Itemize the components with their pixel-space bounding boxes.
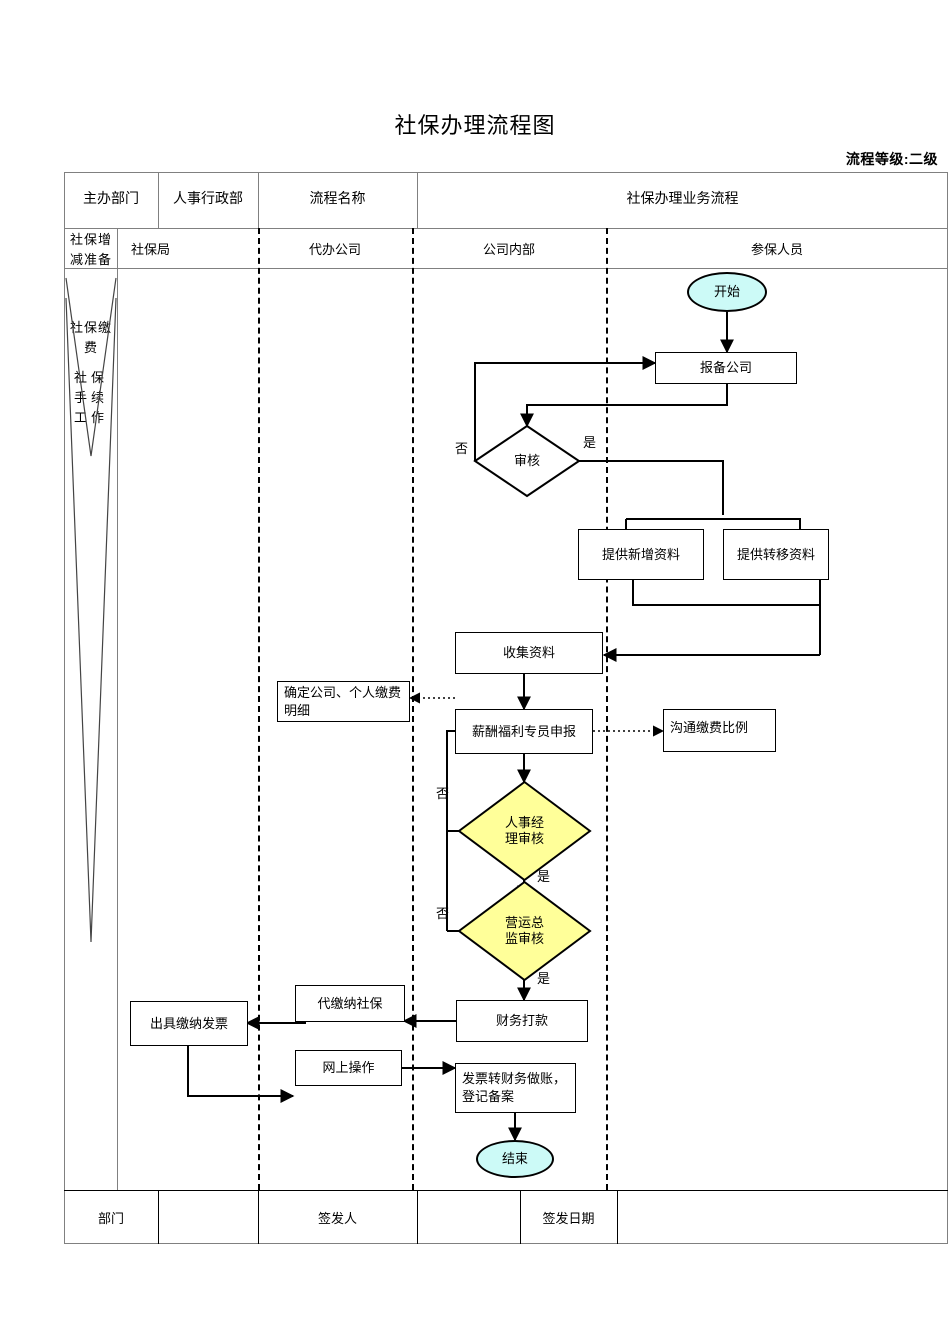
lane-header-shebaoju: 社保局 [131, 241, 171, 257]
lane-header-daibangongsi: 代办公司 [308, 241, 361, 257]
lane-divider-daiban-gongsi [412, 228, 414, 1190]
edge-label-yingyun-no: 否 [436, 906, 450, 921]
lane-header-divider [64, 268, 948, 269]
node-baobei-gongsi[interactable]: 报备公司 [655, 352, 797, 384]
header-cell-owner-dept: 主办部门 [83, 191, 139, 207]
footer-cell-issue-date: 签发日期 [542, 1210, 595, 1226]
node-tigong-xinzeng-ziliao[interactable]: 提供新增资料 [578, 529, 704, 580]
side-label-shebao-zengjian-zhunbei: 社保增减准备 [69, 232, 112, 268]
node-shenhe[interactable]: 审核 [473, 424, 581, 498]
footer-vline-2 [258, 1190, 259, 1244]
header-row-divider [64, 228, 948, 229]
header-vline-3 [417, 172, 418, 228]
edge-label-renshi-yes: 是 [537, 869, 551, 884]
node-end[interactable]: 结束 [476, 1140, 554, 1178]
side-bracket-small [65, 277, 117, 457]
lane-header-canbaorenyuan: 参保人员 [750, 241, 803, 257]
node-caiwu-dakuan[interactable]: 财务打款 [456, 1000, 588, 1042]
side-label-shebao-jiaofei: 社保缴费 [69, 320, 112, 356]
edge-label-renshi-no: 否 [436, 786, 450, 801]
node-yingyun-zongjian-shenhe[interactable]: 营运总监审核 [457, 880, 592, 982]
node-queding-jiaofei-mingxi[interactable]: 确定公司、个人缴费明细 [277, 681, 410, 722]
node-goutong-jiaofei-bili[interactable]: 沟通缴费比例 [663, 709, 776, 752]
process-level-label: 流程等级:二级 [845, 151, 938, 167]
footer-vline-1 [158, 1190, 159, 1244]
footer-vline-5 [617, 1190, 618, 1244]
node-wangshang-caozuo[interactable]: 网上操作 [295, 1050, 402, 1086]
lane-divider-shebaoju-daiban [258, 228, 260, 1190]
footer-cell-issuer-value[interactable] [417, 1190, 520, 1244]
node-fapiao-zhuan-caiwu[interactable]: 发票转财务做账，登记备案 [455, 1063, 576, 1113]
node-tigong-zhuanyi-ziliao[interactable]: 提供转移资料 [723, 529, 829, 580]
node-renshi-jingli-shenhe[interactable]: 人事经理审核 [457, 780, 592, 882]
edge-label-shenhe-yes: 是 [583, 435, 597, 450]
footer-divider [64, 1190, 948, 1191]
side-label-column-divider [117, 228, 118, 1190]
flowchart-table-frame [64, 172, 948, 1244]
footer-cell-department-value[interactable] [158, 1190, 258, 1244]
edge-label-yingyun-yes: 是 [537, 971, 551, 986]
page-title: 社保办理流程图 [394, 113, 556, 138]
lane-divider-gongsi-canbao [606, 228, 608, 1190]
header-cell-process-name-value: 社保办理业务流程 [626, 191, 739, 207]
header-cell-process-name: 流程名称 [309, 191, 366, 207]
node-shouji-ziliao[interactable]: 收集资料 [455, 632, 603, 674]
node-xinchou-fuli-shenbao[interactable]: 薪酬福利专员申报 [455, 709, 593, 754]
header-vline-1 [158, 172, 159, 228]
header-cell-owner-dept-value: 人事行政部 [173, 191, 243, 207]
node-daijiaona-shebao[interactable]: 代缴纳社保 [295, 985, 405, 1022]
header-vline-2 [258, 172, 259, 228]
node-start[interactable]: 开始 [687, 272, 767, 312]
node-chuju-jiaona-fapiao[interactable]: 出具缴纳发票 [130, 1001, 248, 1046]
footer-cell-department: 部门 [97, 1210, 124, 1226]
footer-cell-issue-date-value[interactable] [617, 1190, 948, 1244]
footer-vline-4 [520, 1190, 521, 1244]
side-bracket-large [65, 297, 117, 943]
lane-header-gongsineibu: 公司内部 [482, 241, 535, 257]
edge-label-shenhe-no: 否 [455, 441, 469, 456]
footer-vline-3 [417, 1190, 418, 1244]
footer-cell-issuer: 签发人 [317, 1210, 357, 1226]
